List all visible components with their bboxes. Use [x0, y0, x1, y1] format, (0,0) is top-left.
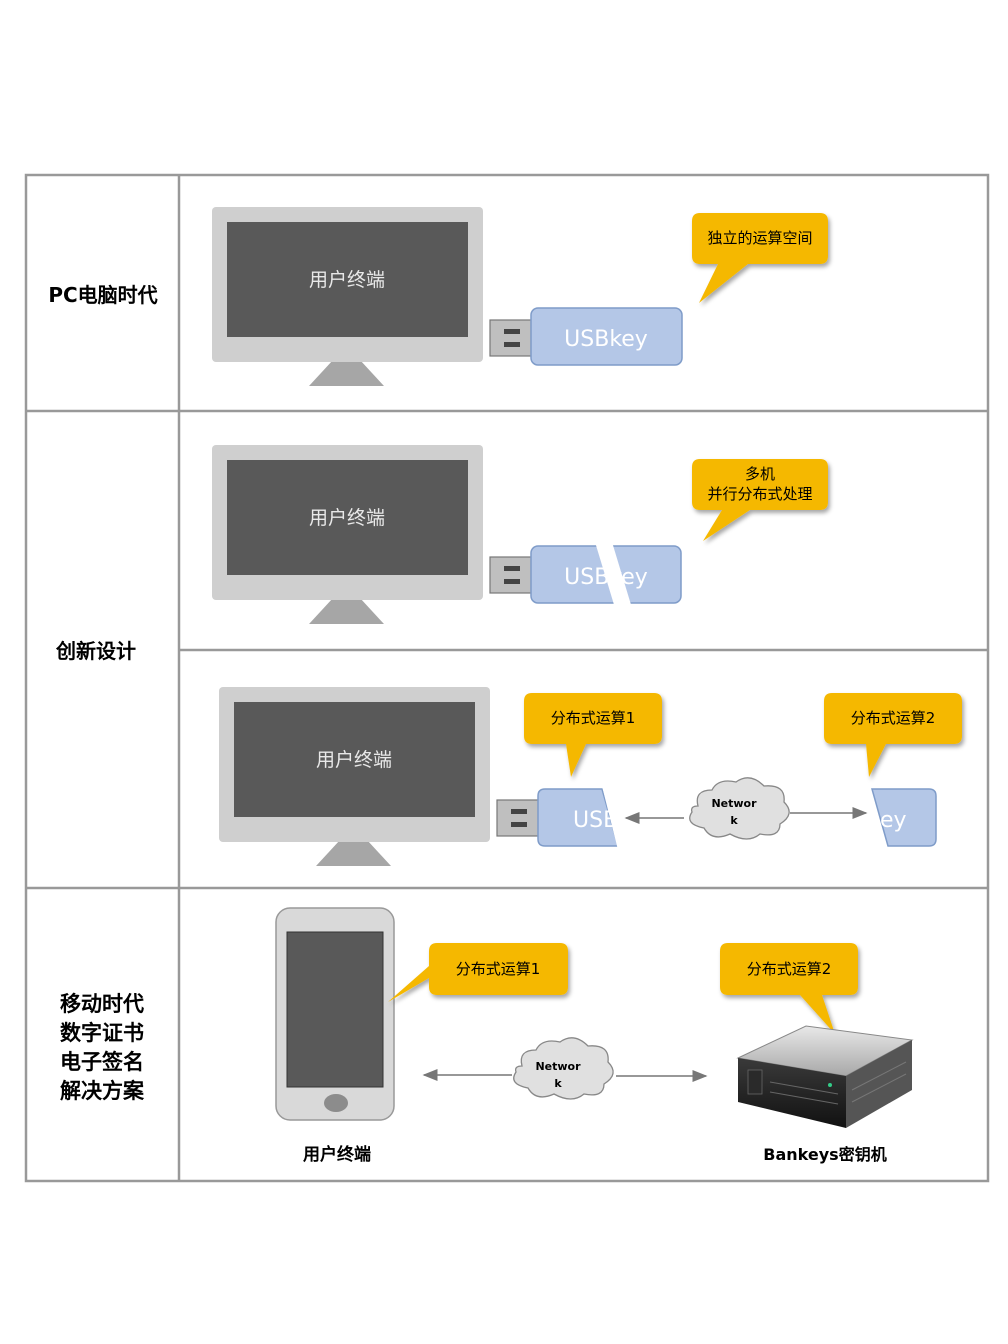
callout-independent-text: 独立的运算空间 [707, 229, 812, 247]
phone-icon [275, 907, 395, 1121]
network-cloud-1-line1: Networ [711, 797, 757, 810]
row-label-innovation: 创新设计 [55, 639, 136, 663]
monitor-1-label: 用户终端 [309, 269, 385, 291]
row-label-pc-era: PC电脑时代 [48, 283, 157, 307]
network-cloud-icon: Networ k [689, 777, 790, 840]
usbkey-1-label: USBkey [564, 327, 648, 352]
callout-dist1-row3 [388, 943, 568, 1002]
network-cloud-icon: Networ k [513, 1037, 614, 1100]
table-grid [24, 173, 990, 1183]
bottom-label-server: Bankeys密钥机 [763, 1145, 886, 1164]
callout-dist2-row2 [824, 693, 962, 777]
callout-multi-line2: 并行分布式处理 [707, 485, 812, 503]
row-label-mobile-4: 解决方案 [60, 1079, 145, 1103]
callout-independent [692, 213, 828, 303]
callout-multi [692, 459, 828, 541]
usb-plug-icon [489, 319, 533, 357]
network-cloud-1-line2: k [730, 814, 738, 827]
callout-dist2-row3 [720, 943, 858, 1034]
callout-dist1-row3-text: 分布式运算1 [456, 960, 541, 978]
row-label-mobile-2: 数字证书 [60, 1021, 144, 1045]
usbkey-3-right-label: ey [880, 808, 907, 833]
monitor-2: 用户终端 [212, 445, 483, 624]
callout-multi-line1: 多机 [745, 465, 775, 483]
row-label-mobile-1: 移动时代 [60, 992, 144, 1016]
monitor-2-label: 用户终端 [309, 507, 385, 529]
usbkey-3-left-half: USB [537, 786, 628, 850]
usb-plug-icon [489, 556, 533, 594]
network-cloud-2-line1: Networ [535, 1060, 581, 1073]
monitor-1: 用户终端 [212, 207, 483, 386]
usb-plug-icon [496, 799, 540, 837]
bottom-label-terminal: 用户终端 [303, 1144, 371, 1165]
callout-dist1-row2 [524, 693, 662, 777]
network-cloud-2-line2: k [554, 1077, 562, 1090]
monitor-3-label: 用户终端 [316, 749, 392, 771]
usbkey-3-right-half: ey [871, 788, 937, 847]
monitor-3: 用户终端 [219, 687, 490, 866]
usbkey-2-split: USBkey [530, 542, 682, 608]
usbkey-1: USBkey [530, 307, 683, 366]
callout-dist2-row3-text: 分布式运算2 [747, 960, 832, 978]
server-icon [736, 1025, 914, 1128]
callout-dist2-row2-text: 分布式运算2 [851, 709, 936, 727]
row-label-mobile-3: 电子签名 [60, 1050, 144, 1074]
callout-dist1-row2-text: 分布式运算1 [551, 709, 636, 727]
